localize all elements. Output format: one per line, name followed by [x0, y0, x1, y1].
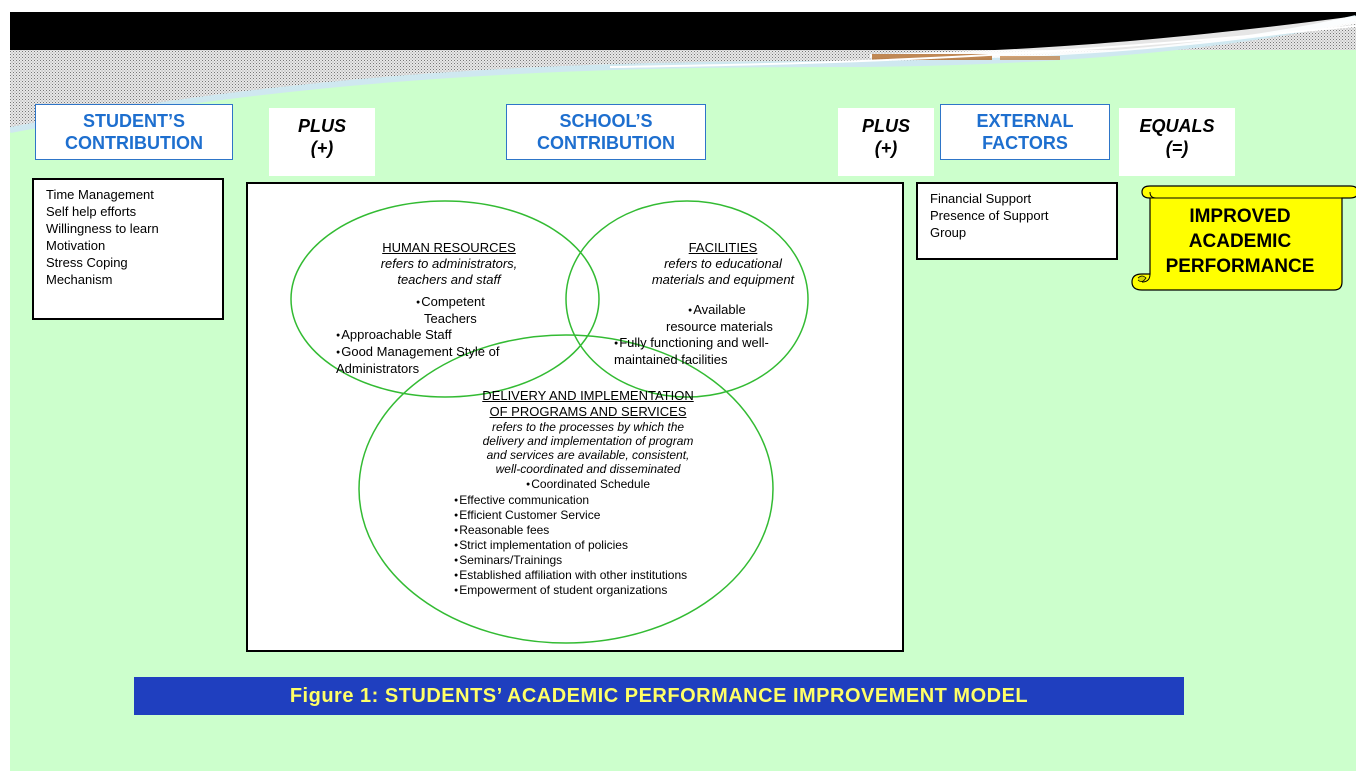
plus2-line1: PLUS — [861, 116, 910, 136]
delivery-title-1: DELIVERY AND IMPLEMENTATION — [482, 388, 694, 403]
human-resources-desc-1: refers to administrators, — [380, 256, 518, 271]
equals-line2: (=) — [1165, 138, 1189, 158]
external-header-line1: EXTERNAL — [976, 111, 1074, 131]
hr-bullet-2: Approachable Staff — [336, 327, 554, 344]
venn-circles — [290, 200, 809, 644]
delivery-text: DELIVERY AND IMPLEMENTATION OF PROGRAMS … — [448, 388, 728, 598]
list-item: Willingness to learn — [46, 221, 159, 236]
decorative-header-banner — [10, 12, 1356, 133]
facilities-circle — [565, 200, 809, 398]
facilities-title: FACILITIES — [688, 240, 758, 255]
list-item: Time Management — [46, 187, 154, 202]
list-item: Financial Support — [930, 191, 1032, 206]
delivery-bullet: Empowerment of student organizations — [454, 583, 728, 598]
external-factors-list: Financial Support Presence of Support Gr… — [916, 182, 1118, 260]
figure-caption: Figure 1: STUDENTS’ ACADEMIC PERFORMANCE… — [134, 677, 1184, 715]
student-header-line2: CONTRIBUTION — [65, 133, 203, 153]
facilities-desc-2: materials and equipment — [651, 272, 795, 287]
result-line2: ACADEMIC — [1188, 231, 1292, 252]
school-contribution-diagram: HUMAN RESOURCES refers to administrators… — [246, 182, 904, 652]
facilities-bullet-1-cont: resource materials — [666, 319, 773, 334]
hr-bullet-3-cont: Administrators — [336, 361, 420, 376]
plus-operator-2: PLUS (+) — [838, 108, 934, 176]
school-contribution-header: SCHOOL’S CONTRIBUTION — [506, 104, 706, 160]
human-resources-circle — [290, 200, 600, 398]
delivery-title-2: OF PROGRAMS AND SERVICES — [489, 404, 687, 419]
delivery-circle — [358, 334, 774, 644]
list-item: Presence of Support — [930, 208, 1049, 223]
list-item: Mechanism — [46, 272, 113, 287]
delivery-bullet: Effective communication — [454, 493, 728, 508]
list-item: Stress Coping — [46, 255, 128, 270]
hr-bullet-1-cont: Teachers — [424, 311, 477, 326]
facilities-bullet-2: Fully functioning and well- — [614, 335, 828, 352]
facilities-bullet-1: Available — [618, 302, 828, 319]
list-item: Group — [930, 225, 967, 240]
hr-bullet-3: Good Management Style of — [336, 344, 554, 361]
list-item: Motivation — [46, 238, 106, 253]
hr-bullet-1: Competent — [344, 294, 554, 311]
facilities-bullet-2-cont: maintained facilities — [614, 352, 728, 367]
human-resources-title: HUMAN RESOURCES — [382, 240, 516, 255]
delivery-desc-1: refers to the processes by which the — [491, 420, 685, 434]
human-resources-text: HUMAN RESOURCES refers to administrators… — [336, 240, 554, 377]
result-scroll-shape — [1131, 185, 1356, 291]
delivery-bullet: Reasonable fees — [454, 523, 728, 538]
delivery-bullet: Efficient Customer Service — [454, 508, 728, 523]
student-contribution-list: Time Management Self help efforts Willin… — [32, 178, 224, 320]
student-contribution-header: STUDENT’S CONTRIBUTION — [35, 104, 233, 160]
facilities-text: FACILITIES refers to educational materia… — [614, 240, 828, 368]
delivery-desc-2: delivery and implementation of program — [482, 434, 694, 448]
external-factors-header: EXTERNAL FACTORS — [940, 104, 1110, 160]
facilities-desc-1: refers to educational — [664, 256, 782, 271]
improved-academic-performance: IMPROVED ACADEMIC PERFORMANCE — [1160, 204, 1320, 279]
delivery-bullet: Strict implementation of policies — [454, 538, 728, 553]
school-header-line2: CONTRIBUTION — [537, 133, 675, 153]
list-item: Self help efforts — [46, 204, 137, 219]
delivery-bullet: Seminars/Trainings — [454, 553, 728, 568]
student-header-line1: STUDENT’S — [82, 111, 185, 131]
equals-operator: EQUALS (=) — [1119, 108, 1235, 176]
result-line1: IMPROVED — [1189, 206, 1291, 227]
delivery-desc-3: and services are available, consistent, — [486, 448, 690, 462]
slide: STUDENT’S CONTRIBUTION PLUS (+) SCHOOL’S… — [10, 12, 1356, 771]
equals-line1: EQUALS — [1139, 116, 1215, 136]
plus1-line2: (+) — [310, 138, 334, 158]
plus-operator-1: PLUS (+) — [269, 108, 375, 176]
human-resources-desc-2: teachers and staff — [397, 272, 501, 287]
delivery-bullet-first: Coordinated Schedule — [448, 476, 728, 493]
result-line3: PERFORMANCE — [1165, 256, 1315, 277]
delivery-bullet: Established affiliation with other insti… — [454, 568, 728, 583]
delivery-desc-4: well-coordinated and disseminated — [495, 462, 681, 476]
school-header-line1: SCHOOL’S — [559, 111, 653, 131]
plus2-line2: (+) — [874, 138, 898, 158]
plus1-line1: PLUS — [297, 116, 346, 136]
external-header-line2: FACTORS — [982, 133, 1068, 153]
